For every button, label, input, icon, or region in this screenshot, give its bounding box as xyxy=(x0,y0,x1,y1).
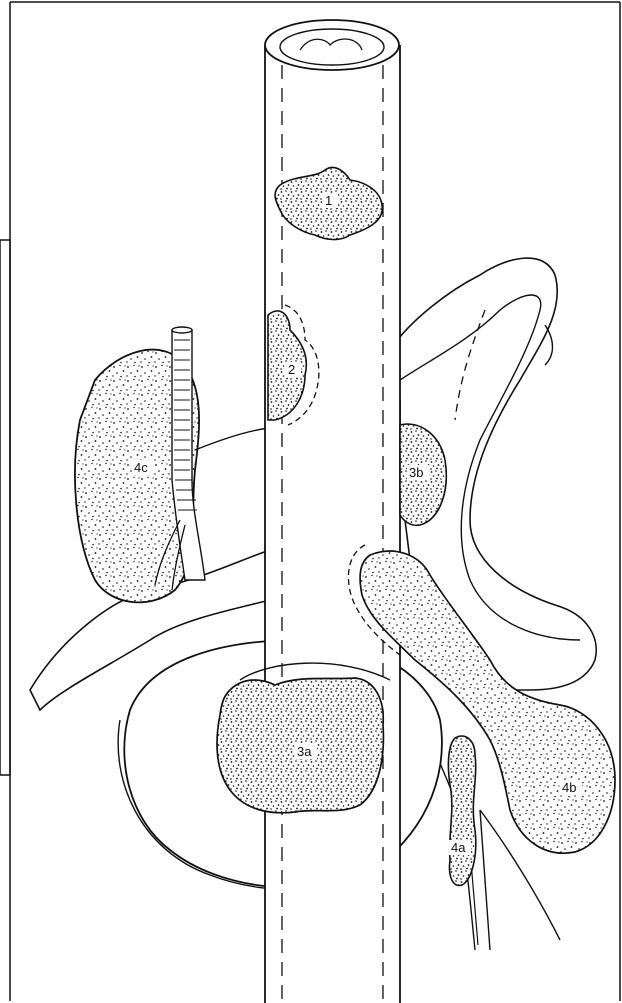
label-3a: 3a xyxy=(297,744,312,759)
label-1: 1 xyxy=(325,193,332,208)
left-vessel-connector xyxy=(195,428,270,450)
label-2: 2 xyxy=(288,362,295,377)
label-4a: 4a xyxy=(451,840,466,855)
label-4b: 4b xyxy=(562,780,576,795)
label-4c: 4c xyxy=(134,460,148,475)
lesion-4a xyxy=(448,736,475,885)
label-3b: 3b xyxy=(409,465,423,480)
